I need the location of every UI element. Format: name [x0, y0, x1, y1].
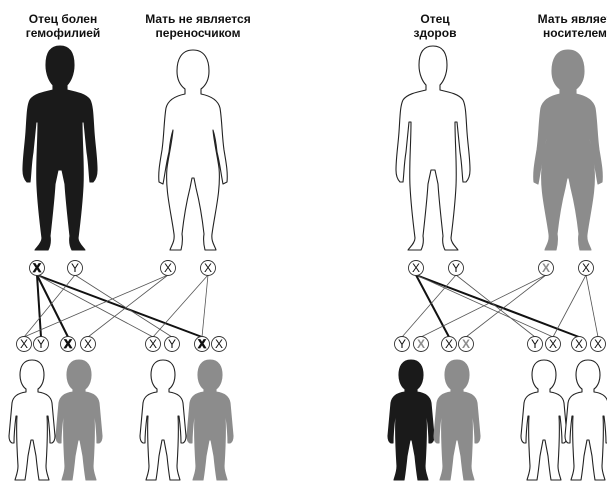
- left-inheritance-line-4: [24, 275, 75, 337]
- right-child-3-figure: [565, 360, 607, 480]
- right-child-0-figure: [388, 360, 434, 480]
- left-child-2-chromosome-1: Y: [165, 337, 180, 352]
- right-inheritance-line-8: [586, 275, 598, 337]
- left-child-1-chromosome-1-letter: X: [84, 337, 92, 351]
- left-child-1-figure: [56, 360, 102, 480]
- left-mother-chromosome-1-letter: X: [204, 261, 212, 275]
- right-father-chromosome-1: Y: [449, 261, 464, 276]
- left-child-0-chromosome-1-letter: Y: [37, 337, 45, 351]
- right-inheritance-line-4: [456, 275, 535, 337]
- right-mother-figure: [534, 50, 603, 250]
- right-child-2-figure: [521, 360, 567, 480]
- right-inheritance-line-0: [416, 275, 449, 337]
- left-father-chromosome-1-letter: Y: [71, 261, 79, 275]
- right-child-3-chromosome-0-letter: X: [575, 337, 583, 351]
- right-child-2-chromosome-0-letter: Y: [531, 337, 539, 351]
- left-inheritance-line-5: [75, 275, 172, 337]
- right-child-1-chromosome-1-letter: X: [462, 337, 470, 351]
- right-child-0-chromosome-0: Y: [395, 337, 410, 352]
- left-child-2-chromosome-0: X: [146, 337, 161, 352]
- left-inheritance-line-6: [24, 275, 168, 337]
- right-mother-chromosome-1-letter: X: [582, 261, 590, 275]
- left-inheritance-line-0: [37, 275, 41, 337]
- right-child-2-chromosome-1-letter: X: [549, 337, 557, 351]
- right-child-1-chromosome-1: X: [459, 337, 474, 352]
- right-inheritance-line-6: [466, 275, 546, 337]
- left-child-0-chromosome-0-letter: X: [20, 337, 28, 351]
- left-father-chromosome-1: Y: [68, 261, 83, 276]
- left-child-2-figure: [140, 360, 186, 480]
- right-father-chromosome-0-letter: X: [412, 261, 420, 275]
- right-mother-chromosome-1: X: [579, 261, 594, 276]
- right-father-figure: [396, 46, 470, 250]
- left-mother-chromosome-0: X: [161, 261, 176, 276]
- left-inheritance-line-7: [88, 275, 168, 337]
- right-child-0-chromosome-0-letter: Y: [398, 337, 406, 351]
- right-child-0-chromosome-1-letter: X: [417, 337, 425, 351]
- right-child-3-chromosome-1-letter: X: [594, 337, 602, 351]
- left-inheritance-line-9: [153, 275, 208, 337]
- right-mother-chromosome-0: X: [539, 261, 554, 276]
- left-child-0-chromosome-0: X: [17, 337, 32, 352]
- right-inheritance-line-2: [416, 275, 553, 337]
- left-child-3-figure: [187, 360, 233, 480]
- left-child-3-chromosome-0: X: [195, 337, 210, 352]
- left-child-1-chromosome-0-letter: X: [64, 337, 72, 351]
- left-inheritance-line-1: [37, 275, 202, 337]
- right-child-1-chromosome-0: X: [442, 337, 457, 352]
- right-child-3-chromosome-1: X: [591, 337, 606, 352]
- right-child-2-chromosome-0: Y: [528, 337, 543, 352]
- right-inheritance-line-7: [553, 275, 586, 337]
- right-child-3-chromosome-0: X: [572, 337, 587, 352]
- right-father-chromosome-1-letter: Y: [452, 261, 460, 275]
- right-father-chromosome-0: X: [409, 261, 424, 276]
- left-mother-chromosome-0-letter: X: [164, 261, 172, 275]
- left-father-figure: [23, 46, 97, 250]
- left-child-1-chromosome-1: X: [81, 337, 96, 352]
- right-inheritance-line-3: [402, 275, 456, 337]
- left-child-1-chromosome-0: X: [61, 337, 76, 352]
- right-child-2-chromosome-1: X: [546, 337, 561, 352]
- left-inheritance-line-8: [202, 275, 208, 337]
- left-child-3-chromosome-1-letter: X: [215, 337, 223, 351]
- right-mother-chromosome-0-letter: X: [542, 261, 550, 275]
- left-child-2-chromosome-0-letter: X: [149, 337, 157, 351]
- left-child-2-chromosome-1-letter: Y: [168, 337, 176, 351]
- left-child-3-chromosome-0-letter: X: [198, 337, 206, 351]
- left-child-0-figure: [9, 360, 55, 480]
- left-mother-figure: [159, 50, 228, 250]
- right-child-1-chromosome-0-letter: X: [445, 337, 453, 351]
- right-child-1-figure: [434, 360, 480, 480]
- left-father-chromosome-0-letter: X: [33, 261, 41, 275]
- left-child-3-chromosome-1: X: [212, 337, 227, 352]
- left-father-chromosome-0: X: [30, 261, 45, 276]
- left-mother-chromosome-1: X: [201, 261, 216, 276]
- left-child-0-chromosome-1: Y: [34, 337, 49, 352]
- right-child-0-chromosome-1: X: [414, 337, 429, 352]
